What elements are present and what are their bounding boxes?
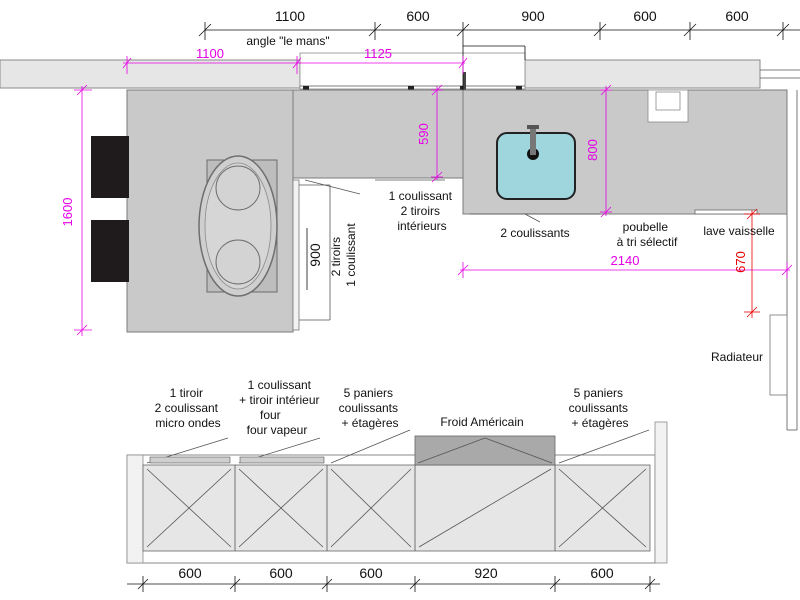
bottom-dim-1: 600: [178, 565, 202, 581]
run-length-dim: 2140: [611, 253, 640, 268]
elev-unit4-label: Froid Américain: [440, 415, 523, 429]
sink-depth-dim: 800: [585, 139, 600, 161]
top-dim-1: 1100: [275, 8, 305, 24]
elev-unit3-label: 5 paniers coulissants + étagères: [339, 386, 402, 430]
elev-unit2-label: 1 coulissant + tiroir intérieur four fou…: [239, 378, 323, 437]
elev-unit5-label: 5 paniers coulissants + étagères: [569, 386, 632, 430]
island-unit-width: 900: [307, 243, 323, 267]
plan-labels: 1 coulissant 2 tiroirs intérieurs 2 tiro…: [306, 189, 775, 364]
red-dimension: 670: [733, 208, 760, 318]
bottom-dim-4: 920: [474, 565, 498, 581]
elev-unit1-label: 1 tiroir 2 coulissant micro ondes: [155, 386, 222, 430]
top-dim-3: 900: [521, 8, 545, 24]
corner-width-dim: 1125: [364, 46, 392, 61]
wall-strip: [0, 52, 800, 90]
island-unit-label: 2 tiroirs 1 coulissant: [329, 223, 358, 287]
sink: [496, 125, 576, 200]
bar-stools: [91, 136, 129, 282]
top-dimension-line: 1100 600 900 600 600 angle "le mans": [198, 8, 800, 90]
bottom-dim-5: 600: [590, 565, 614, 581]
top-note: angle "le mans": [246, 34, 329, 48]
plan-door-marks: [292, 179, 788, 396]
bottom-dimension-line: 600 600 600 920 600: [127, 565, 660, 592]
cooktop: [198, 155, 278, 297]
drain-box: [647, 89, 689, 123]
radiator-label: Radiateur: [711, 350, 763, 364]
top-dim-2: 600: [406, 8, 430, 24]
clearance-dim: 670: [733, 251, 748, 273]
island-width-dim: 1100: [196, 46, 224, 61]
stool: [91, 136, 129, 198]
elevation: 1 tiroir 2 coulissant micro ondes 1 coul…: [126, 378, 668, 564]
corner-unit-label: 1 coulissant 2 tiroirs intérieurs: [389, 189, 456, 233]
corner-depth-dim: 590: [416, 123, 431, 145]
magenta-dimensions: 1100 1125 1600 590 800 2140: [60, 46, 793, 336]
island-length-dim: 1600: [60, 198, 75, 227]
top-dim-4: 600: [633, 8, 657, 24]
dishwasher-label: lave vaisselle: [703, 224, 775, 238]
right-wall: [786, 90, 798, 431]
top-dim-5: 600: [725, 8, 749, 24]
sink-unit-label: 2 coulissants: [500, 226, 569, 240]
bottom-dim-2: 600: [269, 565, 293, 581]
bottom-dim-3: 600: [359, 565, 383, 581]
bin-unit-label: poubelle à tri sélectif: [617, 220, 678, 249]
stool: [91, 220, 129, 282]
